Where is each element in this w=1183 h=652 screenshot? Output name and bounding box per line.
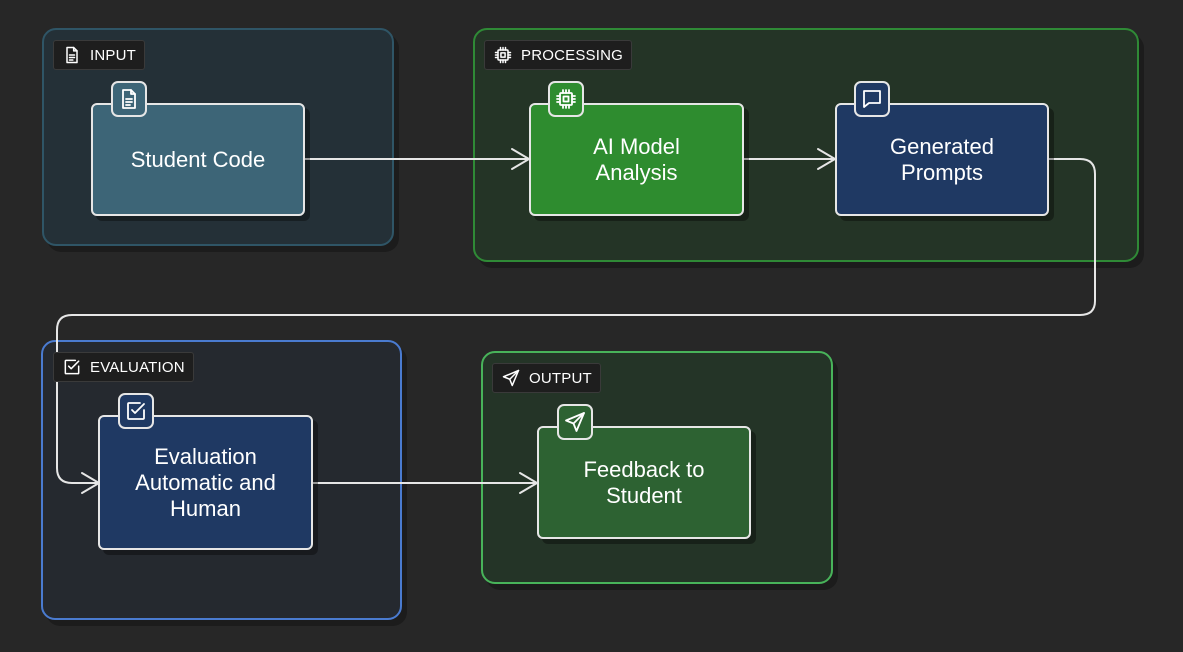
feedback-node[interactable]: Feedback to Student bbox=[537, 426, 751, 539]
edge-student-to-ai bbox=[304, 148, 530, 170]
student-code-node[interactable]: Student Code bbox=[91, 103, 305, 216]
generated-prompts-label: Generated Prompts bbox=[890, 133, 994, 185]
output-group-tag: OUTPUT bbox=[492, 363, 601, 393]
edge-ai-to-prompts bbox=[743, 148, 836, 170]
evaluation-node[interactable]: Evaluation Automatic and Human bbox=[98, 415, 313, 550]
ai-model-analysis-label: AI Model Analysis bbox=[593, 133, 680, 185]
processing-group-tag: PROCESSING bbox=[484, 40, 633, 70]
output-group-label: OUTPUT bbox=[529, 369, 592, 387]
cpu-icon bbox=[556, 89, 576, 109]
ai-model-badge bbox=[548, 81, 584, 117]
generated-prompts-badge bbox=[854, 81, 890, 117]
evaluation-group-tag: EVALUATION bbox=[53, 352, 194, 382]
input-group-label: INPUT bbox=[90, 46, 136, 64]
feedback-label: Feedback to Student bbox=[583, 456, 705, 508]
generated-prompts-node[interactable]: Generated Prompts bbox=[835, 103, 1049, 216]
document-icon bbox=[66, 46, 78, 64]
evaluation-group-label: EVALUATION bbox=[90, 358, 185, 376]
student-code-badge bbox=[111, 81, 147, 117]
send-icon bbox=[502, 369, 520, 387]
ai-model-analysis-node[interactable]: AI Model Analysis bbox=[529, 103, 744, 216]
evaluation-badge bbox=[118, 393, 154, 429]
student-code-label: Student Code bbox=[130, 146, 266, 172]
chat-bubble-icon bbox=[863, 90, 881, 108]
checkbox-icon bbox=[127, 402, 145, 420]
processing-group-label: PROCESSING bbox=[521, 46, 624, 64]
cpu-icon bbox=[494, 46, 512, 64]
send-icon bbox=[565, 412, 585, 432]
input-group-tag: INPUT bbox=[53, 40, 145, 70]
edge-evaluation-to-feedback bbox=[312, 472, 538, 494]
document-icon bbox=[122, 89, 136, 109]
feedback-badge bbox=[557, 404, 593, 440]
evaluation-label: Evaluation Automatic and Human bbox=[135, 443, 276, 521]
checkbox-icon bbox=[64, 359, 80, 375]
